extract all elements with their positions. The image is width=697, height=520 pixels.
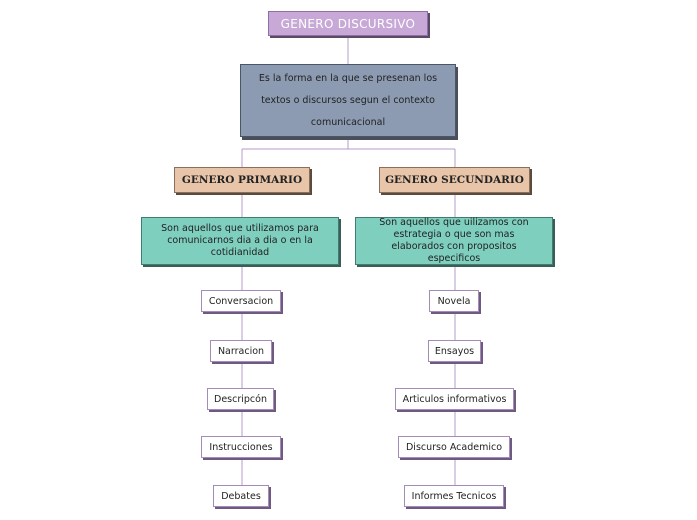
category-primary-label: GENERO PRIMARIO xyxy=(181,174,303,186)
primary-example-node: Debates xyxy=(213,485,269,507)
definition-node: Es la forma en la que se presenan los te… xyxy=(240,64,456,137)
category-primary-node: GENERO PRIMARIO xyxy=(174,167,310,193)
secondary-example-label: Informes Tecnicos xyxy=(411,490,497,502)
secondary-example-node: Novela xyxy=(429,290,479,312)
secondary-example-node: Articulos informativos xyxy=(395,388,514,410)
primary-example-label: Conversacion xyxy=(208,295,274,307)
category-secondary-label: GENERO SECUNDARIO xyxy=(385,174,524,186)
root-node: GENERO DISCURSIVO xyxy=(268,11,428,36)
primary-example-label: Debates xyxy=(221,490,261,502)
secondary-example-label: Novela xyxy=(437,295,471,307)
category-secondary-node: GENERO SECUNDARIO xyxy=(379,167,530,193)
primary-example-label: Narracion xyxy=(217,345,265,357)
primary-example-label: Descripcón xyxy=(214,393,267,405)
secondary-example-node: Discurso Academico xyxy=(398,436,510,458)
secondary-example-label: Articulos informativos xyxy=(402,393,507,405)
primary-example-label: Instrucciones xyxy=(209,441,273,453)
root-label: GENERO DISCURSIVO xyxy=(280,16,416,31)
secondary-description-node: Son aquellos que uilizamos con estrategi… xyxy=(355,217,553,265)
definition-text: Es la forma en la que se presenan los te… xyxy=(258,72,438,128)
secondary-example-label: Discurso Academico xyxy=(405,441,503,453)
secondary-example-node: Informes Tecnicos xyxy=(404,485,504,507)
secondary-example-label: Ensayos xyxy=(434,345,475,357)
primary-description-node: Son aquellos que utilizamos para comunic… xyxy=(141,217,339,265)
secondary-example-node: Ensayos xyxy=(428,340,481,362)
primary-example-node: Descripcón xyxy=(207,388,274,410)
primary-description-text: Son aquellos que utilizamos para comunic… xyxy=(161,223,319,258)
primary-example-node: Conversacion xyxy=(201,290,281,312)
primary-example-node: Narracion xyxy=(210,340,272,362)
secondary-description-text: Son aquellos que uilizamos con estrategi… xyxy=(379,217,529,264)
primary-example-node: Instrucciones xyxy=(201,436,281,458)
